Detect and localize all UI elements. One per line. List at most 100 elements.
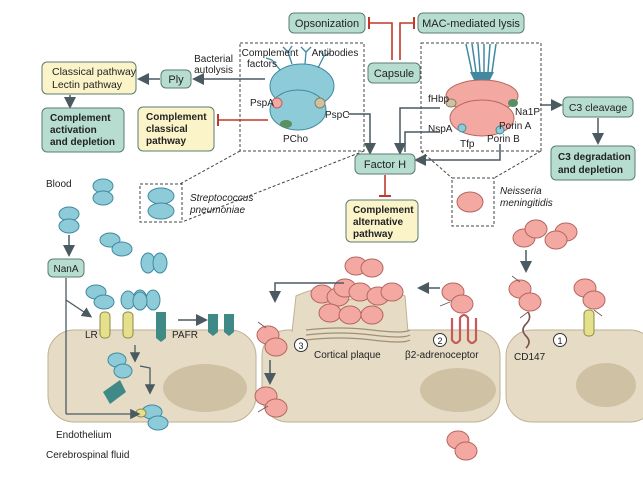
classical-lectin-box: Classical pathway Lectin pathway (41, 61, 137, 95)
complement-alt-l3: pathway (353, 229, 393, 240)
blood-label: Blood (46, 179, 72, 190)
complement-factors-l2: factors (247, 59, 277, 70)
pcho-marker (280, 120, 292, 128)
c3-cleavage-box: C3 cleavage (562, 96, 634, 118)
complement-activation-l2: activation (50, 125, 97, 136)
pspc-label: PspC (325, 110, 349, 121)
meningococci-group (254, 219, 606, 461)
b2-adrenoceptor-label: β2-adrenoceptor (405, 350, 479, 361)
step-1-label: 1 (557, 336, 562, 346)
c3-degradation-l2: and depletion (558, 165, 623, 176)
porin-protein (495, 125, 505, 135)
nucleus-middle (420, 368, 496, 412)
pafr-internalized-2 (224, 314, 234, 336)
c3-cleavage-label: C3 cleavage (569, 102, 628, 114)
complement-classical-box: Complement classical pathway (137, 106, 215, 152)
antibody-spikes (265, 45, 331, 71)
capsule-box: Capsule (367, 62, 421, 84)
nana-box: NanA (47, 258, 85, 278)
bacterial-autolysis-l1: Bacterial (194, 54, 233, 65)
c3-degradation-box: C3 degradation and depletion (550, 145, 636, 181)
lr-receptor (99, 311, 111, 339)
strep-name-l1: Streptococcus (190, 193, 253, 204)
pafr-receptor (156, 312, 166, 342)
streptococcus-thumbnail-frame (139, 183, 183, 223)
pili-bundle (465, 43, 497, 73)
right-receptor (583, 309, 595, 337)
step-2-circle (433, 333, 447, 347)
lr-receptor-2 (122, 311, 134, 339)
pspa-protein (271, 97, 283, 109)
cortical-plaque-lines (305, 327, 411, 343)
complement-classical-l2: classical (146, 124, 188, 135)
antibodies-label: Antibodies (312, 48, 359, 59)
mac-lysis-label: MAC-mediated lysis (422, 18, 520, 30)
internalized-receptor (103, 380, 126, 404)
capsule-inhibit-opsonization (369, 22, 393, 60)
nana-label: NanA (53, 264, 78, 275)
bound-pneumococci (120, 290, 148, 311)
pneumococcus-cell-bottom (269, 89, 327, 131)
neisseria-cell (456, 191, 484, 213)
neisseria-name-l2: meningitidis (500, 198, 553, 209)
capsule-inhibit-mac (399, 22, 414, 60)
nucleus-right (576, 363, 636, 407)
step-2-label: 2 (437, 336, 442, 346)
na1p-label: Na1P (515, 107, 540, 118)
nspa-protein (457, 123, 467, 133)
step-1-circle (553, 333, 567, 347)
complement-classical-l1: Complement (146, 112, 207, 123)
ply-label: Ply (168, 74, 184, 86)
cortical-plaque-label: Cortical plaque (314, 350, 381, 361)
mac-lysis-box: MAC-mediated lysis (417, 12, 525, 34)
neisseria-name-l1: Neisseria (500, 186, 542, 197)
strep-name-l2: pneumoniae (189, 205, 245, 216)
endothelium-label: Endothelium (56, 430, 112, 441)
c3-degradation-l1: C3 degradation (558, 152, 631, 163)
strep-cell-1 (147, 187, 175, 205)
opsonization-box: Opsonization (288, 12, 366, 34)
cd147-receptor (522, 311, 531, 349)
complement-alt-l1: Complement (353, 205, 414, 216)
pspa-label: PspA (250, 98, 274, 109)
factor-h-box: Factor H (354, 153, 416, 175)
capsule-label: Capsule (374, 68, 414, 80)
pcho-label: PCho (283, 134, 308, 145)
cd147-label: CD147 (514, 352, 546, 363)
transmigrated-pneumococci (141, 404, 169, 431)
pafr-internalized-1 (208, 314, 218, 336)
ply-box: Ply (160, 69, 192, 89)
meningococcus-detail-frame (420, 42, 542, 152)
complement-factors-l1: Complement (242, 48, 299, 59)
pafr-label: PAFR (172, 330, 198, 341)
na1p-protein (508, 99, 518, 107)
opsonization-label: Opsonization (295, 18, 359, 30)
beta2-adrenoceptor (450, 313, 478, 345)
nucleus-left (163, 364, 247, 412)
bacterial-autolysis-l2: autolysis (194, 65, 233, 76)
fhbp-protein (445, 98, 457, 108)
tfp-label: Tfp (460, 139, 475, 150)
porin-b-label: Porin B (487, 134, 520, 145)
csf-label: Cerebrospinal fluid (46, 450, 129, 461)
strep-cell-2 (147, 202, 175, 220)
pspc-protein (314, 97, 326, 109)
complement-alt-l2: alternative (353, 217, 403, 228)
complement-classical-l3: pathway (146, 136, 186, 147)
step-3-circle (294, 338, 308, 352)
complement-alternative-box: Complement alternative pathway (345, 199, 419, 243)
lr-label: LR (85, 330, 98, 341)
complement-activation-l1: Complement (50, 113, 111, 124)
lectin-pathway-label: Lectin pathway (52, 79, 123, 91)
classical-pathway-label: Classical pathway (52, 66, 137, 78)
intracellular-pneumococci (107, 352, 133, 379)
nspa-label: NspA (428, 124, 453, 135)
fhbp-label: fHbp (428, 94, 450, 105)
pneumococcus-detail-frame (239, 42, 365, 152)
step-3-label: 3 (298, 341, 303, 351)
porin-a-label: Porin A (499, 121, 532, 132)
factor-h-label: Factor H (364, 159, 406, 171)
complement-activation-l3: and depletion (50, 137, 115, 148)
